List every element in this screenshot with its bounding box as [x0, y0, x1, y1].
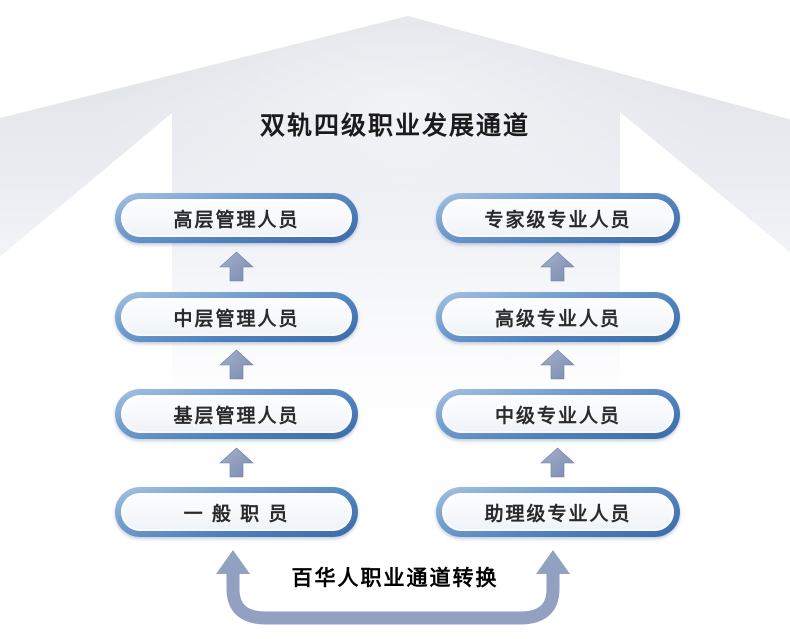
- pill-label: 基层管理人员: [173, 405, 300, 427]
- track-switch-label: 百华人职业通道转换: [291, 566, 499, 590]
- pill-assistant-professional: 助理级专业人员: [436, 487, 680, 537]
- pill-label: 高层管理人员: [173, 209, 300, 231]
- diagram-title: 双轨四级职业发展通道: [259, 112, 530, 140]
- pill-senior-professional: 高级专业人员: [436, 292, 680, 342]
- pill-label: 助理级专业人员: [484, 503, 632, 525]
- pill-label: 专家级专业人员: [484, 209, 632, 231]
- pill-general-staff: 一 般 职 员: [115, 487, 358, 537]
- pill-intermediate-professional: 中级专业人员: [436, 389, 680, 439]
- pill-senior-management: 高层管理人员: [115, 193, 358, 243]
- pill-label: 中级专业人员: [494, 405, 621, 427]
- pill-expert-professional: 专家级专业人员: [436, 193, 680, 243]
- up-arrow-icon: [540, 349, 575, 380]
- up-arrow-icon: [219, 349, 254, 380]
- up-arrow-icon: [219, 251, 254, 282]
- pill-middle-management: 中层管理人员: [115, 292, 358, 342]
- pill-label: 中层管理人员: [173, 308, 300, 330]
- up-arrow-icon: [219, 447, 254, 478]
- pill-base-management: 基层管理人员: [115, 389, 358, 439]
- up-arrow-icon: [540, 447, 575, 478]
- track-switch-arrow-icon: [216, 550, 570, 625]
- up-arrow-icon: [540, 251, 575, 282]
- pill-label: 一 般 职 员: [183, 503, 290, 525]
- pill-label: 高级专业人员: [494, 308, 621, 330]
